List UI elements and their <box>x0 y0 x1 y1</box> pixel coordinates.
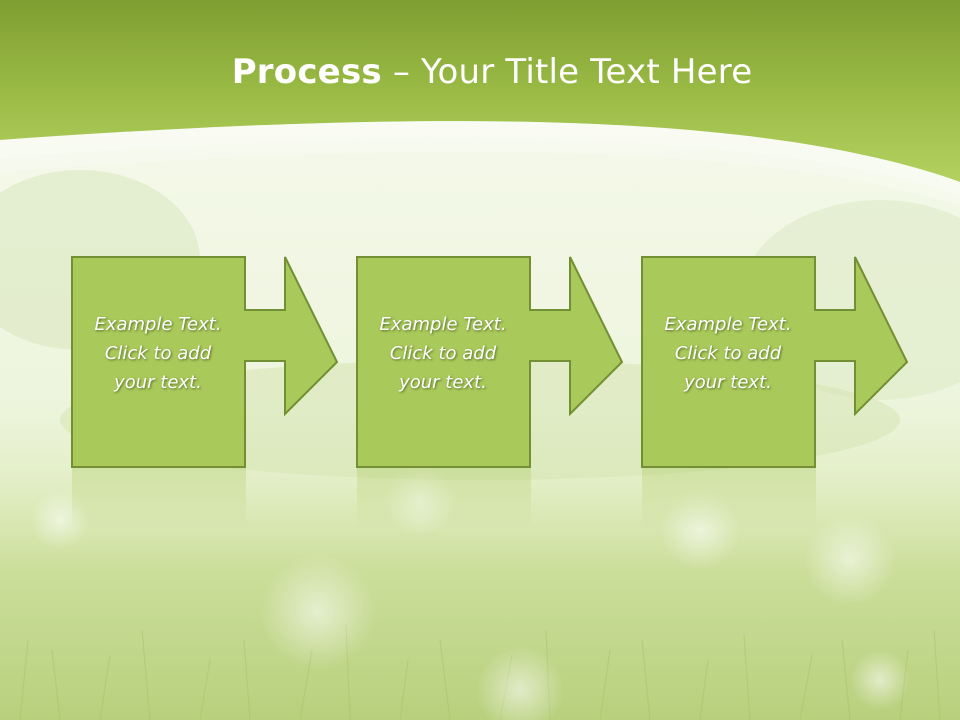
step-2-text[interactable]: Example Text. Click to add your text. <box>358 310 528 397</box>
step-1-text[interactable]: Example Text. Click to add your text. <box>73 310 243 397</box>
process-step-2[interactable]: Example Text. Click to add your text. <box>356 256 626 468</box>
step-3-line-3: your text. <box>684 372 772 393</box>
step-2-line-1: Example Text. <box>379 314 507 335</box>
arrow-shape-1 <box>71 256 339 468</box>
arrow-shape-3 <box>641 256 909 468</box>
step-3-text[interactable]: Example Text. Click to add your text. <box>643 310 813 397</box>
title-rest: – Your Title Text Here <box>381 52 753 92</box>
step-1-line-1: Example Text. <box>94 314 222 335</box>
step-3-line-1: Example Text. <box>664 314 792 335</box>
title-bold: Process <box>231 52 382 92</box>
step-3-line-2: Click to add <box>674 343 782 364</box>
slide-title[interactable]: Process – Your Title Text Here <box>0 52 960 92</box>
process-step-3[interactable]: Example Text. Click to add your text. <box>641 256 911 468</box>
arrow-shape-2 <box>356 256 624 468</box>
process-step-1[interactable]: Example Text. Click to add your text. <box>71 256 341 468</box>
step-2-line-3: your text. <box>399 372 487 393</box>
step-1-line-3: your text. <box>114 372 202 393</box>
step-1-line-2: Click to add <box>104 343 212 364</box>
step-2-line-2: Click to add <box>389 343 497 364</box>
